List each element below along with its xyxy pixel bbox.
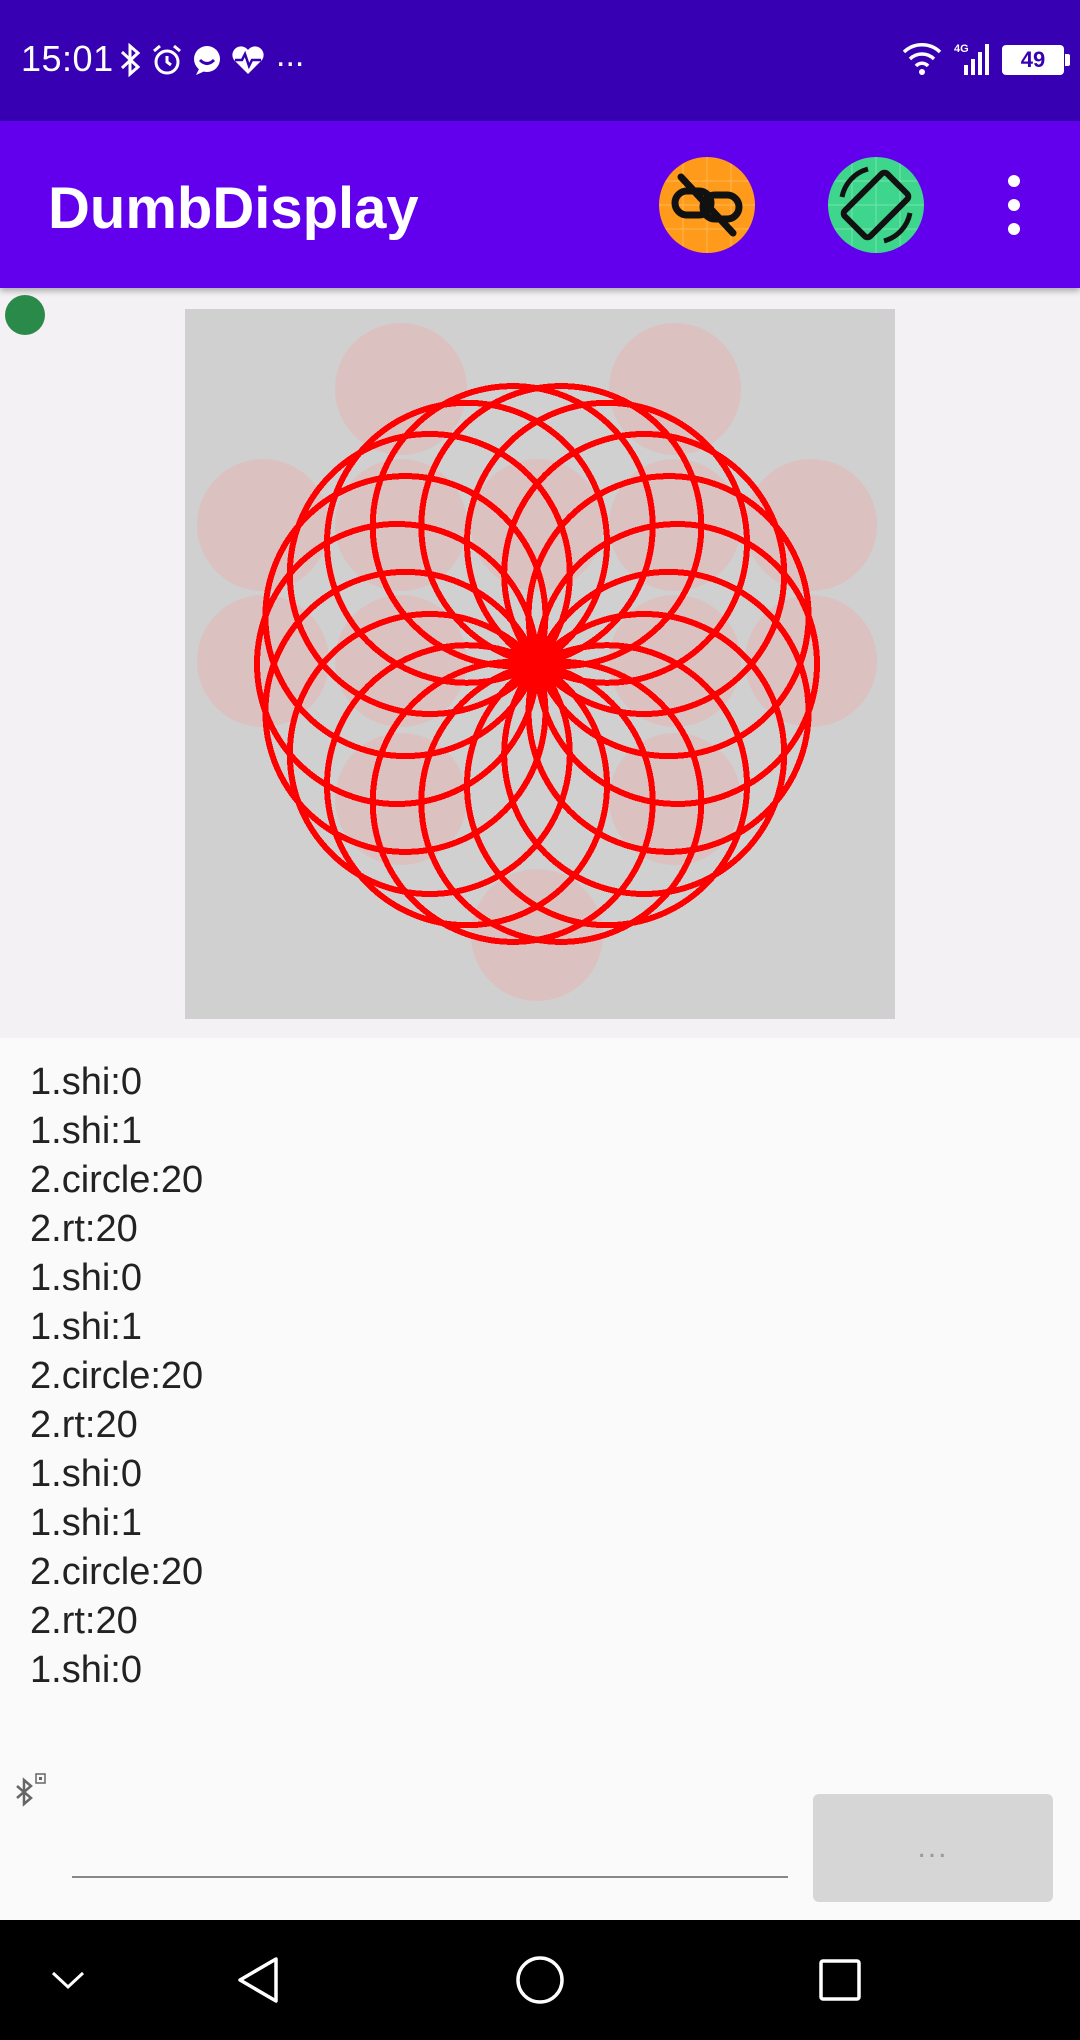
send-button[interactable]: ... bbox=[813, 1794, 1053, 1902]
chat-bubble-icon bbox=[190, 43, 224, 77]
link-off-icon bbox=[659, 157, 755, 253]
connection-status-dot bbox=[5, 295, 45, 335]
battery-indicator: 49 bbox=[1002, 45, 1070, 75]
log-line: 2.rt:20 bbox=[30, 1600, 138, 1642]
back-icon[interactable] bbox=[228, 1920, 288, 2040]
home-icon[interactable] bbox=[510, 1920, 570, 2040]
app-title: DumbDisplay bbox=[48, 176, 419, 241]
cell-signal-icon: 4G bbox=[954, 41, 990, 80]
log-line: 2.circle:20 bbox=[30, 1551, 204, 1593]
rosette-circle bbox=[464, 399, 750, 686]
rosette-circle bbox=[369, 383, 656, 670]
bluetooth-connection-icon bbox=[14, 1772, 48, 1817]
notification-icons: ... bbox=[118, 36, 305, 80]
rosette bbox=[254, 383, 820, 945]
screen-rotation-button[interactable] bbox=[828, 157, 924, 253]
app-bar: DumbDisplay bbox=[0, 121, 1080, 288]
alarm-icon bbox=[150, 43, 184, 77]
log-line: 1.shi:1 bbox=[30, 1502, 142, 1544]
chevron-down-icon[interactable] bbox=[38, 1920, 98, 2040]
log-line: 1.shi:1 bbox=[30, 1306, 142, 1348]
log-line: 1.shi:0 bbox=[30, 1453, 142, 1495]
network-type-label: 4G bbox=[954, 43, 969, 55]
log-line: 2.circle:20 bbox=[30, 1355, 204, 1397]
navigation-bar bbox=[0, 1920, 1080, 2040]
status-bar: 15:01 ... 4G 49 bbox=[0, 0, 1080, 121]
log-line: 2.rt:20 bbox=[30, 1404, 138, 1446]
faint-circle bbox=[745, 459, 877, 591]
log-line: 1.shi:0 bbox=[30, 1061, 142, 1103]
status-time: 15:01 bbox=[21, 38, 114, 79]
more-notifications-indicator: ... bbox=[276, 36, 305, 74]
log-line: 1.shi:0 bbox=[30, 1257, 142, 1299]
faint-circle bbox=[335, 733, 467, 865]
more-vert-icon[interactable] bbox=[1001, 175, 1027, 235]
heart-pulse-icon bbox=[230, 43, 266, 77]
bluetooth-icon bbox=[118, 43, 144, 77]
rosette-circle bbox=[324, 399, 610, 686]
rosette-circle bbox=[286, 431, 573, 717]
command-input[interactable] bbox=[72, 1828, 788, 1878]
wifi-icon bbox=[902, 41, 942, 80]
log-line: 2.rt:20 bbox=[30, 1208, 138, 1250]
rosette-circle bbox=[262, 473, 549, 760]
rosette-circle bbox=[501, 431, 788, 717]
log-line: 1.shi:0 bbox=[30, 1649, 142, 1691]
link-off-button[interactable] bbox=[659, 157, 755, 253]
recents-icon[interactable] bbox=[810, 1920, 870, 2040]
turtle-canvas bbox=[185, 309, 895, 1019]
faint-circle bbox=[197, 459, 329, 591]
rosette-circle bbox=[418, 383, 705, 670]
log-line: 1.shi:1 bbox=[30, 1110, 142, 1152]
system-icons: 4G 49 bbox=[902, 40, 1070, 80]
turtle-drawing bbox=[197, 323, 877, 1001]
log-line: 2.circle:20 bbox=[30, 1159, 204, 1201]
screen-rotation-icon bbox=[828, 157, 924, 253]
rosette-center bbox=[517, 644, 557, 684]
faint-circle bbox=[335, 323, 467, 455]
faint-circle bbox=[471, 869, 603, 1001]
faint-circle bbox=[609, 323, 741, 455]
log-area: 1.shi:0 1.shi:1 2.circle:20 2.rt:20 1.shi:0 1… bbox=[30, 1058, 1050, 1695]
faint-circle bbox=[609, 733, 741, 865]
rosette-circle bbox=[525, 473, 812, 760]
